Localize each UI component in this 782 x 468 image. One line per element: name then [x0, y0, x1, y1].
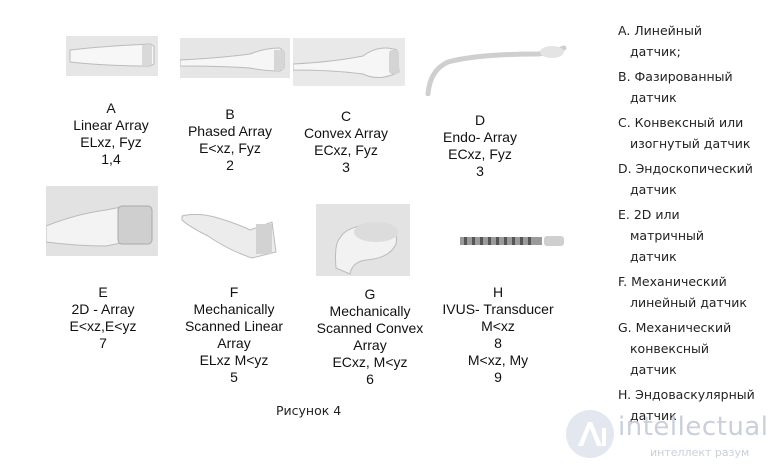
probe-line: ECxz, Fyz: [448, 146, 512, 162]
watermark-tagline: интеллект разум: [650, 446, 750, 459]
probe-line: 3: [476, 163, 484, 179]
probe-image-mech-convex: [316, 204, 410, 276]
watermark-brand: intellectual: [618, 412, 769, 442]
probe-caption-f: F Mechanically Scanned Linear Array ELxz…: [176, 284, 292, 386]
probe-caption-c: C Convex Array ECxz, Fyz 3: [300, 108, 392, 176]
legend-text: F. Механический: [618, 274, 727, 289]
probe-image-linear: [66, 36, 158, 76]
probe-caption-h: H IVUS- Transducer M<xz 8 M<xz, My 9: [440, 284, 556, 386]
probe-line: M<xz, My: [467, 352, 529, 368]
legend-text: E. 2D или: [618, 207, 680, 222]
probe-line: IVUS- Transducer: [442, 301, 554, 317]
legend-item-e: E. 2D или матричный датчик: [618, 204, 782, 267]
legend-text: линейный датчик: [630, 295, 747, 310]
figure-caption: Рисунок 4: [276, 403, 342, 418]
probe-line: E<xz, Fyz: [199, 140, 261, 156]
probe-line: 1,4: [101, 151, 121, 167]
probe-line: Scanned Convex: [316, 320, 424, 336]
probe-line: 8: [494, 335, 502, 351]
legend-item-a: A. Линейный датчик;: [618, 20, 782, 62]
probe-caption-g: G Mechanically Scanned Convex Array ECxz…: [312, 286, 428, 388]
legend-text: конвексный: [630, 341, 710, 356]
legend-text: A. Линейный: [618, 23, 702, 38]
probe-line: Array: [353, 337, 387, 353]
probe-line: Mechanically: [329, 303, 411, 319]
probe-caption-e: E 2D - Array E<xz,E<yz 7: [60, 284, 146, 352]
probe-image-ivus: [460, 234, 566, 248]
probe-line: ECxz, M<yz: [332, 354, 408, 370]
legend-text: датчик: [630, 408, 677, 423]
probe-line: 9: [494, 369, 502, 385]
probe-line: 2: [226, 157, 234, 173]
probe-letter: D: [474, 112, 486, 128]
legend-text: G. Механический: [618, 320, 732, 335]
watermark: intellectual интеллект разум: [558, 398, 782, 468]
legend-item-d: D. Эндоскопический датчик: [618, 158, 782, 200]
legend-text: D. Эндоскопический: [618, 161, 753, 176]
probe-line: Convex Array: [303, 125, 389, 141]
legend-text: C. Конвексный или: [618, 115, 744, 130]
probe-image-phased: [180, 38, 290, 78]
probe-caption-a: A Linear Array ELxz, Fyz 1,4: [66, 100, 156, 168]
probe-image-2d: [46, 186, 158, 256]
probe-image-convex: [293, 38, 405, 86]
probe-letter: C: [340, 108, 352, 124]
probe-line: ECxz, Fyz: [314, 142, 378, 158]
probe-image-endo: [418, 40, 568, 96]
probe-line: ELxz, Fyz: [80, 134, 142, 150]
probe-line: 3: [342, 159, 350, 175]
probe-line: Mechanically: [193, 301, 275, 317]
probe-line: Phased Array: [187, 123, 273, 139]
legend-item-f: F. Механический линейный датчик: [618, 271, 782, 313]
legend-text: H. Эндоваскулярный: [618, 387, 755, 402]
legend-text: датчик: [630, 249, 677, 264]
legend-item-b: B. Фазированный датчик: [618, 66, 782, 108]
legend-text: изогнутый датчик: [630, 136, 751, 151]
probe-letter: G: [364, 286, 376, 302]
probe-line: Linear Array: [73, 117, 149, 133]
probe-line: M<xz: [481, 318, 515, 334]
probe-line: 6: [366, 371, 374, 387]
probe-line: 2D - Array: [71, 301, 135, 317]
legend-item-c: C. Конвексный или изогнутый датчик: [618, 112, 782, 154]
probe-line: 7: [99, 335, 107, 351]
probe-letter: F: [229, 284, 239, 300]
legend-text: датчик: [630, 362, 677, 377]
legend-text: датчик: [630, 182, 677, 197]
legend-text: B. Фазированный: [618, 69, 733, 84]
probe-line: E<xz,E<yz: [69, 318, 137, 334]
legend-text: датчик;: [630, 44, 681, 59]
legend-item-h: H. Эндоваскулярный датчик: [618, 384, 782, 426]
probe-caption-b: B Phased Array E<xz, Fyz 2: [184, 106, 276, 174]
legend-list: A. Линейный датчик; B. Фазированный датч…: [618, 20, 782, 430]
probe-image-mech-linear: [178, 206, 278, 264]
probe-line: Endo- Array: [443, 129, 517, 145]
probe-line: 5: [230, 369, 238, 385]
probe-caption-d: D Endo- Array ECxz, Fyz 3: [434, 112, 526, 180]
legend-text: датчик: [630, 90, 677, 105]
legend-item-g: G. Механический конвексный датчик: [618, 317, 782, 380]
probe-line: Array: [217, 335, 251, 351]
probe-line: Scanned Linear: [184, 318, 284, 334]
probe-letter: A: [106, 100, 116, 116]
probe-letter: E: [98, 284, 108, 300]
legend-text: матричный: [630, 228, 704, 243]
ai-logo-icon: [566, 410, 614, 458]
probe-line: ELxz M<yz: [199, 352, 269, 368]
probe-letter: H: [492, 284, 504, 300]
probe-letter: B: [225, 106, 235, 122]
